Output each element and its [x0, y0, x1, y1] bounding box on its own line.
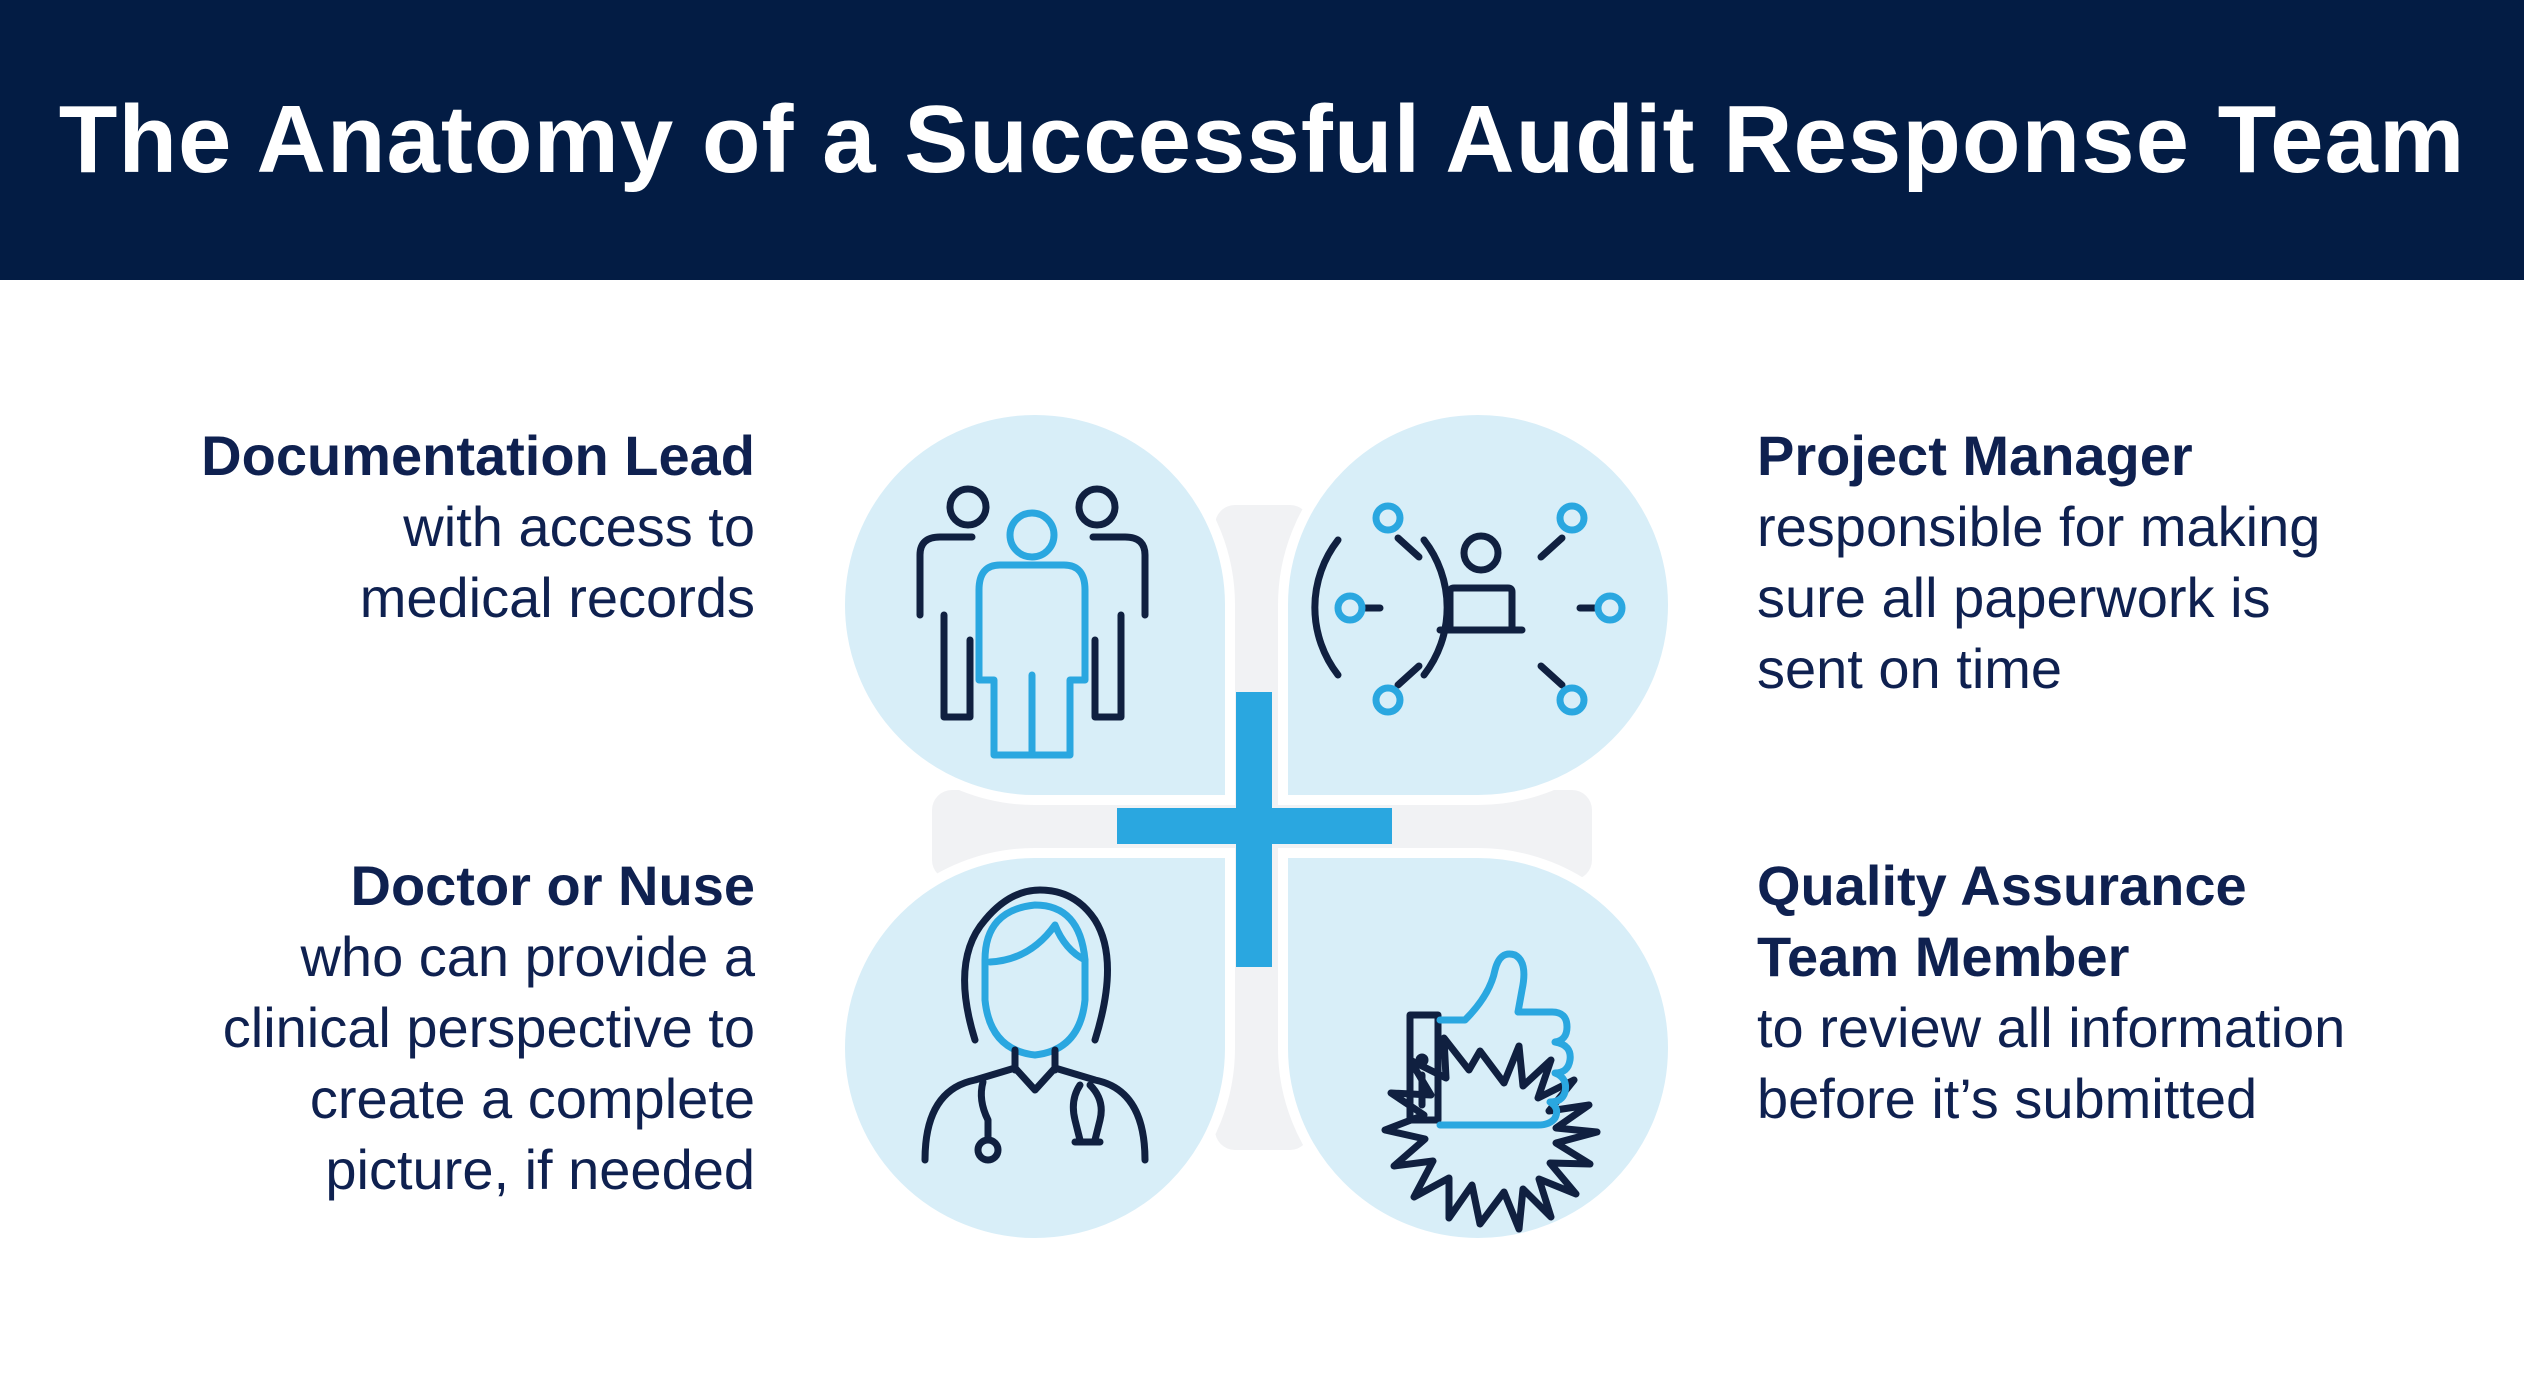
- quadrant-bottom-left: [835, 848, 1235, 1248]
- role-title: Project Manager: [1757, 424, 2193, 487]
- thumbs-up-badge-icon: [1381, 950, 1601, 1233]
- role-description: who can provide a clinical perspective t…: [222, 925, 755, 1201]
- page-title: The Anatomy of a Successful Audit Respon…: [58, 86, 2466, 193]
- team-icon: [916, 485, 1149, 759]
- role-project-manager: Project Manager responsible for making s…: [1757, 420, 2457, 704]
- role-documentation-lead: Documentation Lead with access to medica…: [55, 420, 755, 633]
- role-title: Doctor or Nuse: [350, 854, 756, 917]
- role-quality-assurance: Quality Assurance Team Member to review …: [1757, 850, 2457, 1134]
- doctor-icon: [921, 886, 1149, 1164]
- header-banner: The Anatomy of a Successful Audit Respon…: [0, 0, 2524, 280]
- role-title: Documentation Lead: [201, 424, 755, 487]
- role-title: Quality Assurance Team Member: [1757, 854, 2247, 988]
- role-doctor-or-nurse: Doctor or Nuse who can provide a clinica…: [55, 850, 755, 1205]
- quadrant-top-left: [835, 405, 1235, 805]
- role-description: with access to medical records: [359, 495, 755, 629]
- plus-icon: [1117, 692, 1392, 967]
- role-description: responsible for making sure all paperwor…: [1757, 495, 2321, 700]
- role-description: to review all information before it’s su…: [1757, 996, 2346, 1130]
- network-icon: [1311, 502, 1626, 716]
- quadrant-bottom-right: [1278, 848, 1678, 1248]
